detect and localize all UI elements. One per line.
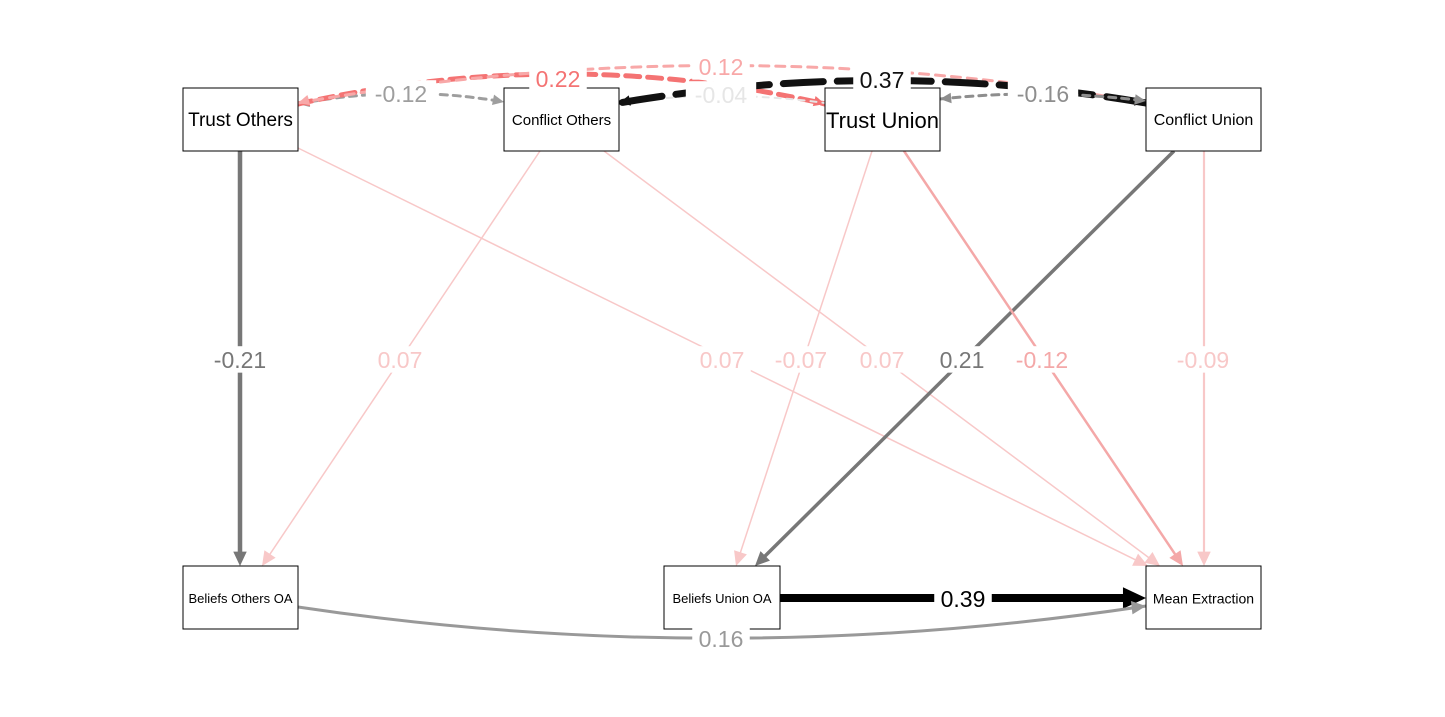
covariance-arrowhead-end — [619, 95, 632, 106]
node-label: Beliefs Union OA — [673, 591, 772, 606]
node-label: Trust Union — [826, 108, 939, 133]
covariance-label-bg — [365, 80, 437, 107]
edge-label-layer: -0.12 0.22 0.12-0.04 0.37 -0.16 -0.21 0.07 0.07… — [204, 53, 1239, 652]
path-trust_others-to-beliefs_others-arrowhead — [233, 551, 247, 566]
path-coefficient-label: -0.09 — [1177, 347, 1229, 373]
covariance-label-bg — [685, 81, 757, 108]
path-coefficient-label-bg — [853, 346, 911, 373]
covariance-label-bg — [692, 53, 750, 80]
node-label: Conflict Others — [512, 112, 611, 129]
node-box — [503, 87, 620, 152]
path-coefficient-label-bg — [933, 346, 991, 373]
path-trust_others-to-mean_extraction-arrowhead — [1132, 553, 1148, 566]
covariance-label: -0.04 — [695, 82, 748, 108]
covariance-label-bg — [1007, 80, 1079, 107]
node-box — [824, 87, 941, 152]
path-trust_union-to-beliefs_union-arrowhead — [734, 550, 747, 566]
node-conflict-others: Conflict Others — [503, 87, 620, 152]
node-beliefs-others: Beliefs Others OA — [182, 565, 299, 630]
path-coefficient-label: 0.39 — [941, 586, 986, 612]
path-conflict_union-to-mean_extraction-arrowhead — [1197, 551, 1211, 566]
covariance-label-bg — [853, 66, 911, 93]
node-beliefs-union: Beliefs Union OA — [663, 565, 781, 630]
covariance-arrowhead-end — [812, 95, 825, 107]
path-coefficient-label: 0.07 — [700, 347, 745, 373]
covariance-label: -0.12 — [375, 81, 427, 107]
node-conflict-union: Conflict Union — [1145, 87, 1262, 152]
node-mean-extraction: Mean Extraction — [1145, 565, 1262, 630]
node-layer: Trust Others Conflict Others Trust Union Co… — [182, 87, 1262, 630]
path-conflict_others-to-mean_extraction-arrowhead — [1144, 551, 1160, 566]
node-trust-others: Trust Others — [182, 87, 299, 152]
path-coefficient-label: -0.07 — [775, 347, 827, 373]
path-coefficient-label: 0.07 — [378, 347, 423, 373]
path-beliefs_union-to-mean_extraction-arrowhead — [1122, 587, 1146, 609]
covariance-arrowhead-end — [491, 94, 504, 105]
path-beliefs_others-to-mean_extraction-arrowhead — [1130, 600, 1146, 615]
covariance-label: -0.16 — [1017, 81, 1069, 107]
path-coefficient-label-bg — [693, 346, 751, 373]
covariance-label-bg — [529, 65, 587, 92]
path-coefficient-label-bg — [371, 346, 429, 373]
node-label: Beliefs Others OA — [188, 591, 292, 606]
path-conflict_others-to-beliefs_others-arrowhead — [262, 550, 276, 566]
path-coefficient-label: -0.21 — [214, 347, 266, 373]
node-box — [182, 565, 299, 630]
node-label: Trust Others — [188, 110, 293, 131]
path-coefficient-label-bg — [1006, 346, 1078, 373]
node-box — [1145, 87, 1262, 152]
covariance-label: 0.22 — [536, 66, 581, 92]
node-label: Mean Extraction — [1153, 591, 1254, 607]
path-conflict_union-to-beliefs_union-arrowhead — [755, 551, 770, 566]
path-coefficient-label-bg — [934, 585, 992, 612]
path-coefficient-label: -0.12 — [1016, 347, 1068, 373]
path-trust_union-to-mean_extraction-arrowhead — [1169, 550, 1183, 566]
node-box — [182, 87, 299, 152]
covariance-arrowhead-start — [298, 94, 311, 106]
path-coefficient-label-bg — [1167, 346, 1239, 373]
path-coefficient-label-bg — [204, 346, 276, 373]
path-coefficient-label: 0.07 — [860, 347, 905, 373]
path-coefficient-label: 0.16 — [699, 626, 744, 652]
covariance-arrowhead-end — [1134, 94, 1146, 105]
covariance-arrowhead-start — [940, 92, 952, 104]
node-label: Conflict Union — [1154, 112, 1254, 129]
node-box — [1145, 565, 1262, 630]
node-box — [663, 565, 781, 630]
node-trust-union: Trust Union — [824, 87, 941, 152]
path-coefficient-label: 0.21 — [940, 347, 985, 373]
covariance-label: 0.12 — [699, 54, 744, 80]
path-coefficient-label-bg — [765, 346, 837, 373]
path-coefficient-label-bg — [692, 625, 750, 652]
covariance-label: 0.37 — [860, 67, 905, 93]
